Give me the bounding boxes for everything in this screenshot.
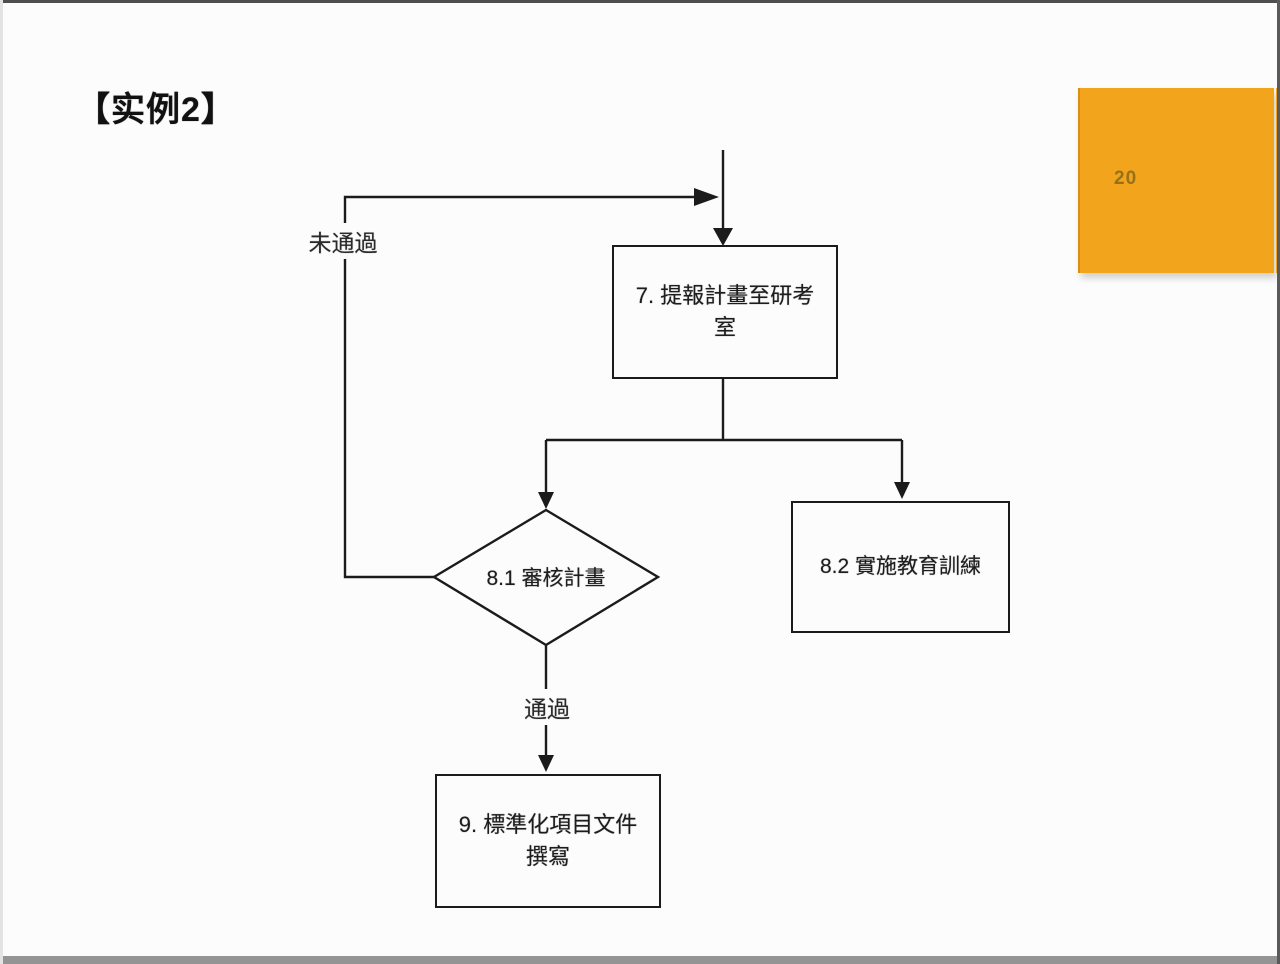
flow-node-step9-label: 9. 標準化項目文件撰寫 bbox=[458, 812, 638, 869]
flow-node-step7: 7. 提報計畫至研考室 bbox=[612, 245, 838, 379]
flow-node-step81-label: 8.1 審核計畫 bbox=[486, 567, 606, 590]
scan-edge-right bbox=[1277, 0, 1280, 964]
scan-edge-top bbox=[0, 0, 1280, 3]
arrowhead-into-step7 bbox=[713, 228, 733, 246]
arrowhead-into-step9 bbox=[538, 755, 554, 772]
edge-label-approve: 通過 bbox=[521, 689, 573, 725]
scan-edge-bottom bbox=[0, 956, 1280, 964]
orange-page-tab: 20 bbox=[1078, 88, 1274, 273]
arrowhead-into-decision bbox=[538, 492, 554, 509]
flow-node-step82-label: 8.2 實施教育訓練 bbox=[819, 554, 982, 578]
arrowhead-reject-join bbox=[694, 188, 719, 206]
arrowhead-into-step82 bbox=[894, 482, 910, 499]
flow-node-step9: 9. 標準化項目文件撰寫 bbox=[435, 774, 661, 908]
scan-edge-left bbox=[0, 0, 3, 964]
edge-label-reject: 未通過 bbox=[305, 223, 381, 259]
flow-node-step82: 8.2 實施教育訓練 bbox=[791, 501, 1010, 633]
slide-title: 【实例2】 bbox=[76, 91, 236, 129]
flow-node-step7-label: 7. 提報計畫至研考室 bbox=[635, 283, 815, 340]
page-number: 20 bbox=[1114, 168, 1138, 189]
